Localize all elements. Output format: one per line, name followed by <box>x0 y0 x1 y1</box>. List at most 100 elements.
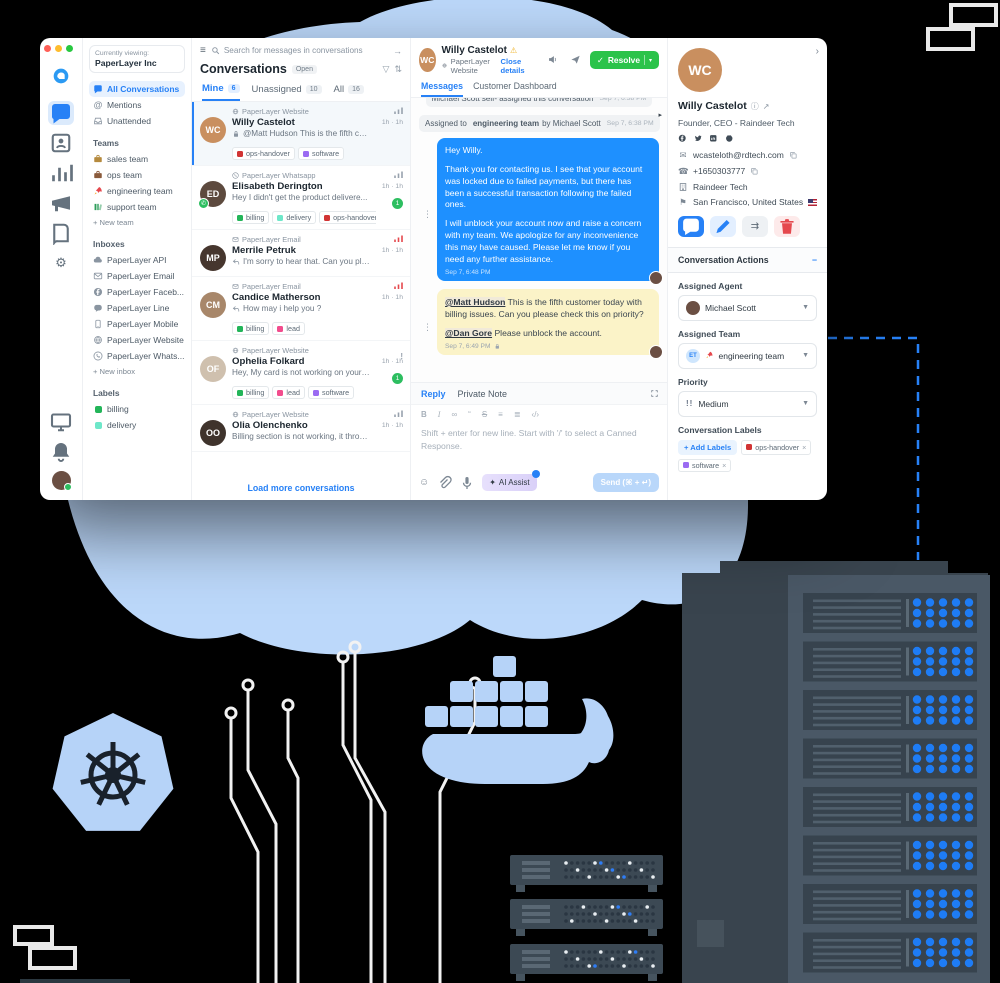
audio-record-icon[interactable] <box>459 475 475 491</box>
expand-composer-icon[interactable] <box>650 389 659 398</box>
twitter-icon[interactable] <box>694 134 703 143</box>
merge-contact-button[interactable]: ⇉ <box>742 215 768 237</box>
tab-customer-dashboard[interactable]: Customer Dashboard <box>473 81 557 91</box>
nav-contacts-icon[interactable] <box>48 131 74 155</box>
label-chip[interactable]: billing <box>232 322 270 335</box>
load-more-link[interactable]: Load more conversations <box>247 483 355 493</box>
delete-contact-button[interactable] <box>774 215 800 237</box>
sidebar-item-mentions[interactable]: @Mentions <box>89 97 185 113</box>
sidebar-item-paperlayer-faceb-[interactable]: PaperLayer Faceb... <box>89 284 185 300</box>
sidebar-item-billing[interactable]: billing <box>89 401 185 417</box>
sidebar-item-sales-team[interactable]: sales team <box>89 151 185 167</box>
resolve-dropdown-icon[interactable]: ▾ <box>648 57 652 64</box>
facebook-icon[interactable] <box>678 134 687 143</box>
zoom-window-button[interactable] <box>65 45 73 52</box>
send-button[interactable]: Send (⌘ + ↵) <box>592 473 659 492</box>
label-chip[interactable]: software <box>307 386 355 399</box>
hamburger-icon[interactable]: ≡ <box>200 45 206 56</box>
tab-reply[interactable]: Reply <box>421 389 446 399</box>
copy-email-icon[interactable] <box>789 151 798 160</box>
sort-icon[interactable]: ⇅ <box>394 63 402 74</box>
filter-icon[interactable]: ▽ <box>382 63 390 74</box>
mention-link[interactable]: @Matt Hudson <box>445 296 506 307</box>
sidebar-item-ops-team[interactable]: ops team <box>89 167 185 183</box>
sidebar-item-paperlayer-whats-[interactable]: PaperLayer Whats... <box>89 348 185 364</box>
add-labels-button[interactable]: + Add Labels <box>678 439 738 455</box>
nav-reports-icon[interactable] <box>48 161 74 185</box>
bullet-list-icon[interactable]: ≡ <box>498 410 503 419</box>
emoji-icon[interactable]: ☺ <box>419 477 430 488</box>
italic-icon[interactable]: I <box>437 410 441 419</box>
sidebar-item-paperlayer-email[interactable]: PaperLayer Email <box>89 268 185 284</box>
nav-conversations-icon[interactable] <box>48 101 74 125</box>
close-window-button[interactable] <box>43 45 51 52</box>
label-chip[interactable]: delivery <box>272 211 317 224</box>
message-thread[interactable]: Michael Scott self- assigned this conver… <box>411 98 667 382</box>
label-chip[interactable]: software <box>297 147 345 160</box>
search-input[interactable]: Search for messages in conversations <box>211 46 388 55</box>
label-chip[interactable]: software× <box>678 458 732 472</box>
attachment-icon[interactable] <box>436 475 452 491</box>
nav-helpcenter-icon[interactable] <box>48 221 74 245</box>
message-input[interactable]: Shift + enter for new line. Start with '… <box>421 428 637 451</box>
contact-email[interactable]: wcasteloth@rdtech.com <box>693 150 784 160</box>
label-chip[interactable]: lead <box>272 322 305 335</box>
remove-label-icon[interactable]: × <box>802 442 807 452</box>
quote-icon[interactable]: “ <box>468 410 471 419</box>
code-icon[interactable]: ‹/› <box>531 410 540 419</box>
agent-avatar[interactable] <box>51 471 72 491</box>
tab-private-note[interactable]: Private Note <box>457 389 508 399</box>
label-chip[interactable]: billing <box>232 386 270 399</box>
sidebar-item-paperlayer-website[interactable]: PaperLayer Website <box>89 332 185 348</box>
new-item-button[interactable]: + New team <box>93 218 134 227</box>
bold-icon[interactable]: B <box>421 410 427 419</box>
label-chip[interactable]: lead <box>272 386 305 399</box>
strikethrough-icon[interactable]: S <box>481 410 488 419</box>
link-icon[interactable]: ∞ <box>451 410 458 419</box>
remove-label-icon[interactable]: × <box>722 460 727 470</box>
assigned-agent-select[interactable]: Michael Scott ▼ <box>678 294 817 321</box>
close-details-link[interactable]: Close details <box>500 57 525 75</box>
tab-messages[interactable]: Messages <box>421 81 464 97</box>
github-icon[interactable] <box>725 134 734 143</box>
label-chip[interactable]: ops-handover <box>319 211 376 224</box>
linkedin-icon[interactable] <box>709 134 718 143</box>
contact-phone[interactable]: +1650303777 <box>693 166 746 176</box>
sidebar-item-unattended[interactable]: Unattended <box>89 113 185 129</box>
label-chip[interactable]: ops-handover× <box>741 439 812 455</box>
nav-campaigns-icon[interactable] <box>48 191 74 215</box>
open-contact-icon[interactable]: ↗ <box>762 101 770 111</box>
sidebar-item-all-conversations[interactable]: All Conversations <box>89 81 185 97</box>
mention-link[interactable]: @Dan Gore <box>445 327 493 338</box>
nav-settings-icon[interactable]: ⚙ <box>55 255 67 270</box>
numbered-list-icon[interactable]: ≣ <box>513 410 521 419</box>
label-chip[interactable]: billing <box>232 211 270 224</box>
resolve-button[interactable]: ✓ Resolve ▾ <box>589 51 659 69</box>
note-menu-icon[interactable]: ⋮ <box>423 321 432 332</box>
notifications-icon[interactable] <box>48 440 74 464</box>
sidebar-item-engineering-team[interactable]: engineering team <box>89 183 185 199</box>
status-chip[interactable]: Open <box>291 64 317 74</box>
collapse-section-icon[interactable]: − <box>811 254 817 265</box>
copy-phone-icon[interactable] <box>750 167 759 176</box>
message-menu-icon[interactable]: ⋮ <box>423 209 432 220</box>
minimize-window-button[interactable] <box>54 45 62 52</box>
edit-contact-button[interactable] <box>710 215 736 237</box>
sidebar-item-support-team[interactable]: support team <box>89 199 185 215</box>
new-conversation-button[interactable] <box>678 215 704 237</box>
info-icon[interactable]: ⓘ <box>750 101 759 111</box>
collapse-sidebar-icon[interactable]: → <box>393 45 402 56</box>
integrations-icon[interactable] <box>48 410 74 434</box>
sidebar-item-paperlayer-line[interactable]: PaperLayer Line <box>89 300 185 316</box>
workspace-switcher[interactable]: Currently viewing: PaperLayer Inc <box>89 45 185 73</box>
window-controls[interactable] <box>43 45 73 52</box>
